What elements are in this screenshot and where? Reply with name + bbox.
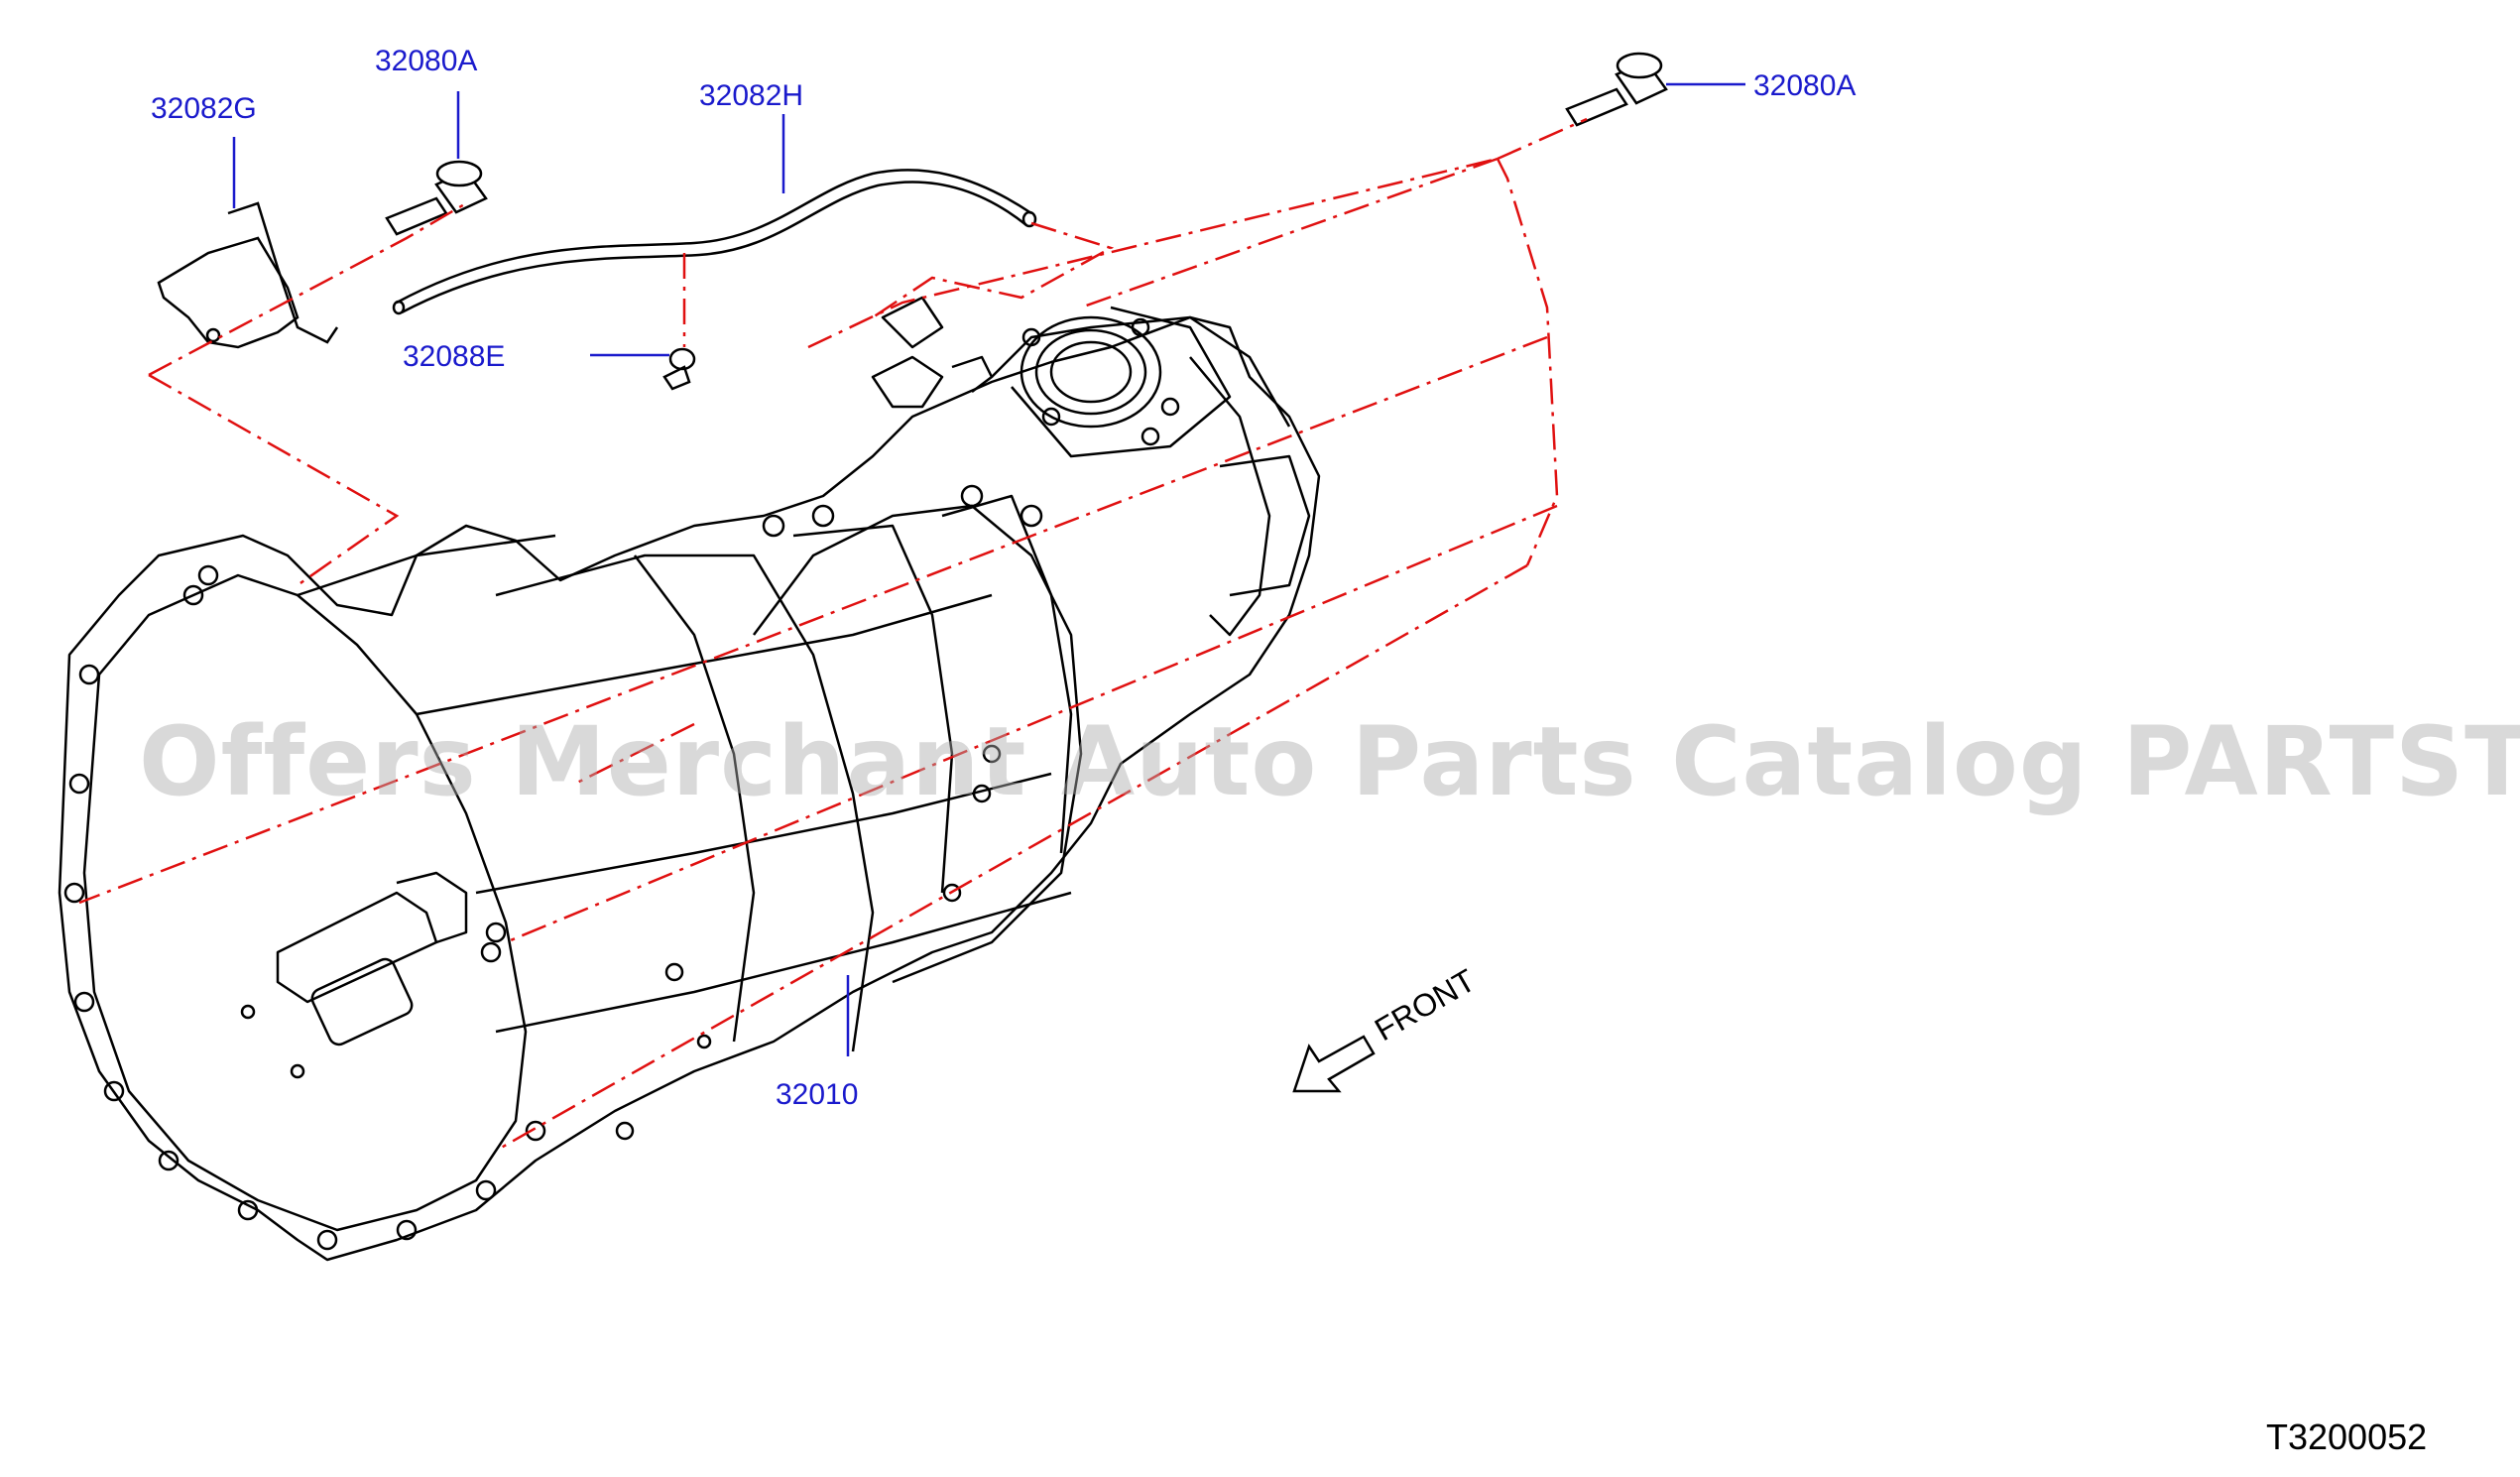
part-label-32010[interactable]: 32010 [776, 1078, 859, 1111]
part-label-32088e[interactable]: 32088E [403, 340, 506, 373]
leader-lines [232, 82, 1745, 1056]
part-label-32082g[interactable]: 32082G [151, 92, 257, 125]
transmission-assembly [58, 296, 1321, 1262]
breather-hose [392, 169, 1037, 315]
bracket [157, 201, 339, 349]
part-label-32080a-left[interactable]: 32080A [375, 45, 478, 77]
front-arrow-icon [1292, 1035, 1376, 1093]
part-label-32082h[interactable]: 32082H [699, 79, 804, 112]
watermark: Offers Merchant Auto Parts Catalog PARTS… [139, 706, 2520, 817]
phantom-lines [78, 117, 1588, 1153]
bolt-right [1565, 52, 1668, 127]
drawing-code: T3200052 [2266, 1416, 2428, 1457]
bolt-left [385, 160, 488, 236]
part-label-32080a-right[interactable]: 32080A [1753, 69, 1857, 102]
hose-clip [662, 347, 696, 391]
